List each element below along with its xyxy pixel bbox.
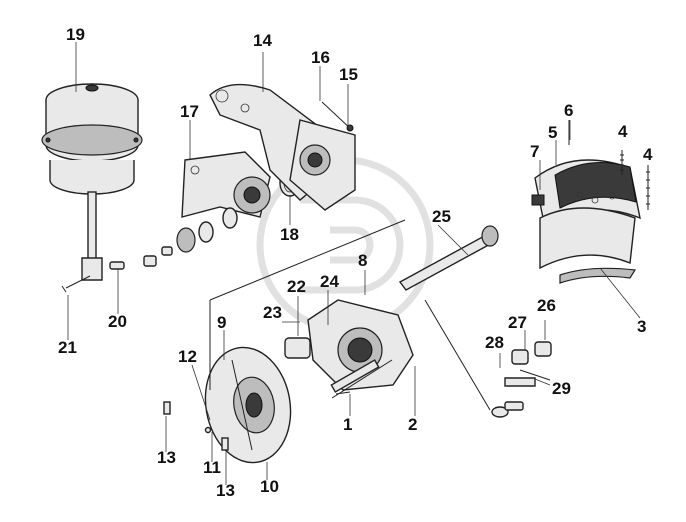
callout-29: 29 (552, 379, 571, 398)
brake-spider (284, 299, 414, 399)
mounting-bolts (335, 299, 524, 418)
callout-2: 2 (408, 415, 417, 434)
callout-24: 24 (320, 272, 339, 291)
camshaft (398, 225, 499, 291)
callout-27: 27 (508, 313, 527, 332)
callout-5: 5 (548, 123, 557, 142)
callout-15: 15 (339, 65, 358, 84)
callout-4b: 4 (643, 145, 653, 164)
callout-4a: 4 (618, 122, 628, 141)
callout-labels: 1 2 3 4 4 5 6 7 8 9 10 11 12 13 13 14 16… (58, 25, 653, 500)
cam-rollers (504, 341, 552, 387)
callout-1: 1 (343, 415, 352, 434)
callout-12: 12 (178, 347, 197, 366)
callout-3: 3 (637, 317, 646, 336)
leader-lines (67, 42, 641, 485)
callout-8: 8 (358, 251, 367, 270)
brake-chamber (41, 83, 143, 281)
dust-shield (204, 346, 292, 464)
clevis-pin (61, 261, 125, 293)
callout-13a: 13 (157, 448, 176, 467)
callout-13b: 13 (216, 481, 235, 500)
callout-16: 16 (311, 48, 330, 67)
camshaft-bracket (209, 83, 356, 211)
callout-14: 14 (253, 31, 272, 50)
callout-9: 9 (217, 313, 226, 332)
washers (143, 207, 238, 267)
brake-shoes (531, 159, 641, 284)
callout-20: 20 (108, 312, 127, 331)
callout-28: 28 (485, 333, 504, 352)
callout-21: 21 (58, 338, 77, 357)
callout-11: 11 (203, 458, 221, 477)
callout-17: 17 (180, 102, 199, 121)
small-hardware (163, 219, 406, 451)
callout-25: 25 (432, 207, 451, 226)
callout-7: 7 (530, 142, 539, 161)
callout-18: 18 (280, 225, 299, 244)
callout-23: 23 (263, 303, 282, 322)
callout-10: 10 (260, 477, 279, 496)
callout-22: 22 (287, 277, 306, 296)
callout-19: 19 (66, 25, 85, 44)
callout-6: 6 (564, 101, 573, 120)
callout-26: 26 (537, 296, 556, 315)
return-springs (568, 120, 650, 210)
slack-adjuster (181, 151, 271, 218)
